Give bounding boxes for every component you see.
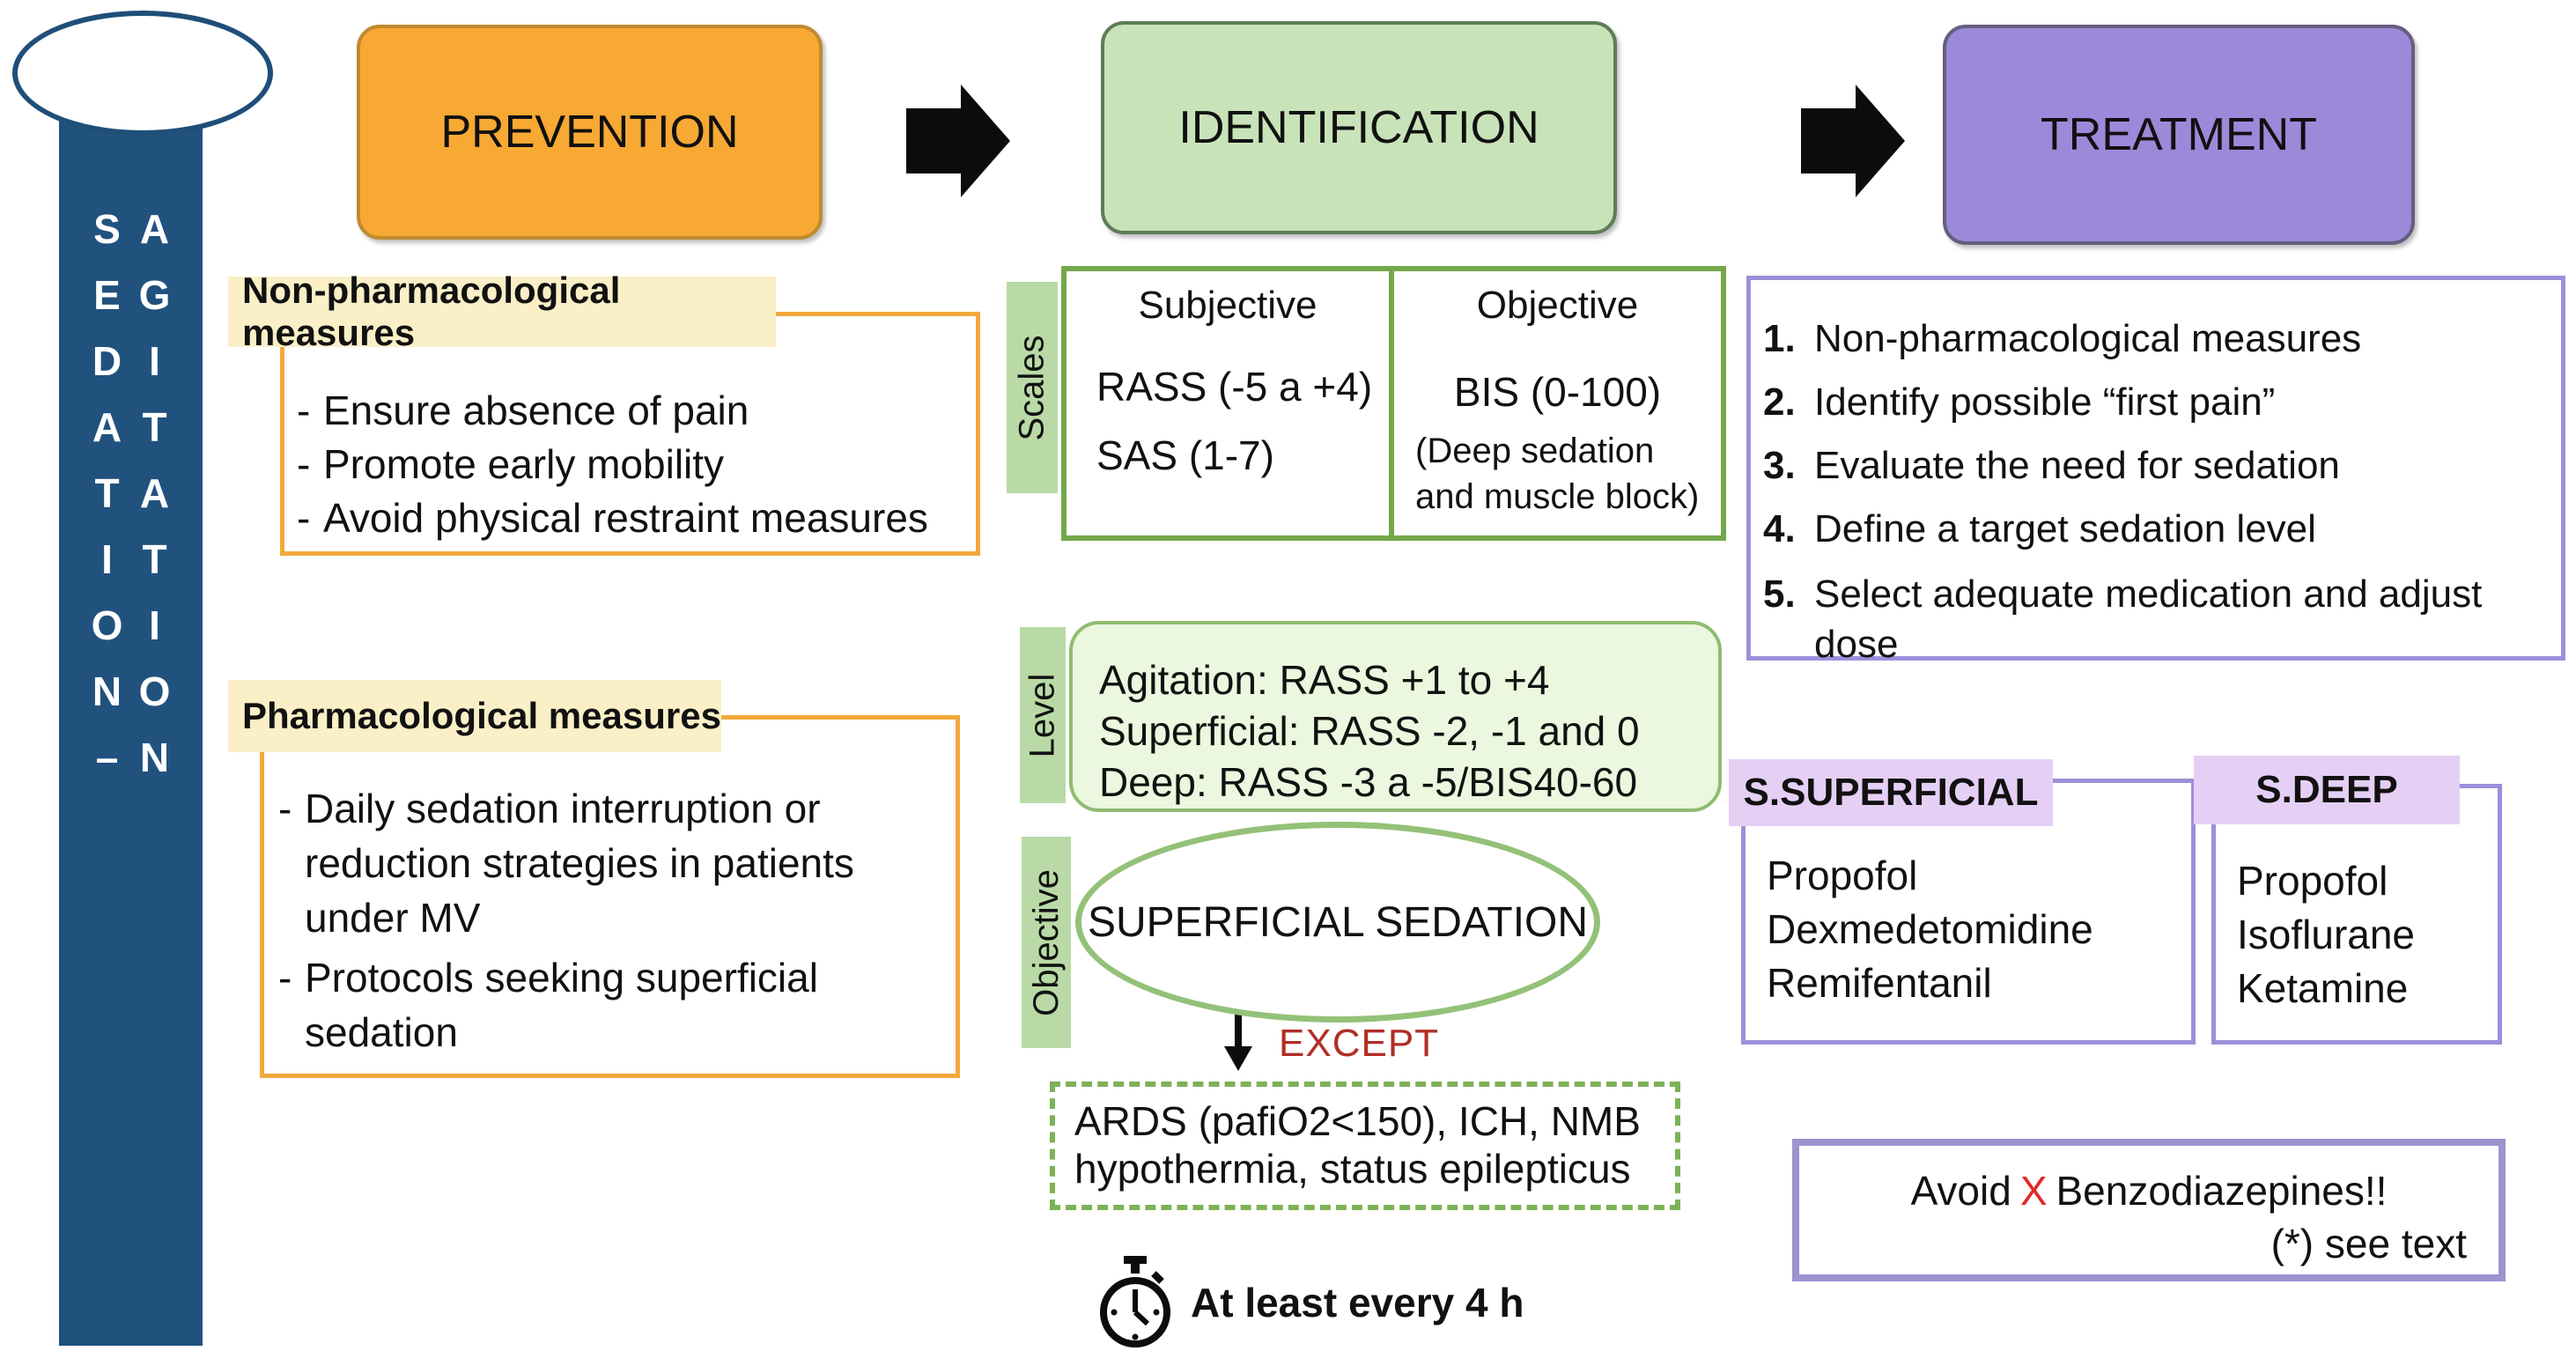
treatment-step: 1. Non-pharmacological measures [1763, 317, 2362, 360]
superficial-sedation-goal-ellipse: SUPERFICIAL SEDATION [1075, 822, 1600, 1023]
pharm-measures-title: Pharmacological measures [228, 680, 721, 752]
sedation-exceptions-box: ARDS (pafiO2<150), ICH, NMB hypothermia,… [1050, 1082, 1680, 1210]
subjective-column-header: Subjective [1138, 284, 1318, 327]
sedation-agitation-bar: SEDATION–AGITATION [59, 118, 203, 1346]
objective-section-tab: Objective [1022, 837, 1071, 1048]
drug-item: Ketamine [2237, 965, 2409, 1011]
identification-stage-box: IDENTIFICATION [1101, 21, 1617, 234]
treatment-step: 4. Define a target sedation level [1763, 507, 2316, 550]
drug-item: Propofol [1767, 853, 1918, 898]
arrow-identification-to-treatment-icon [1801, 85, 1905, 197]
identification-stage-label: IDENTIFICATION [1178, 102, 1539, 153]
thermometer-bulb-ellipse [12, 11, 273, 136]
rass-scale-value: RASS (-5 a +4) [1096, 364, 1373, 410]
sedation-level-box: Agitation: RASS +1 to +4 Superficial: RA… [1069, 621, 1722, 812]
bis-scale-value: BIS (0-100) [1453, 369, 1662, 415]
list-item: - Promote early mobility [297, 441, 725, 487]
exceptions-line: ARDS (pafiO2<150), ICH, NMB [1074, 1098, 1641, 1144]
treatment-steps-box: 1. Non-pharmacological measures 2. Ident… [1746, 276, 2565, 666]
list-item: - Avoid physical restraint measures [297, 495, 928, 541]
exceptions-line: hypothermia, status epilepticus [1074, 1146, 1631, 1192]
prevention-stage-label: PREVENTION [440, 107, 739, 158]
drug-item: Propofol [2237, 858, 2388, 904]
superficial-sedation-title: S.SUPERFICIAL [1729, 759, 2053, 826]
scales-section-tab: Scales [1007, 282, 1058, 493]
down-arrow-icon [1224, 1013, 1252, 1071]
list-item: - Protocols seeking superficial sedation [278, 955, 818, 1055]
arrow-prevention-to-identification-icon [906, 85, 1010, 197]
red-x-icon: X [2019, 1168, 2048, 1214]
objective-column-header: Objective [1476, 284, 1639, 327]
drug-item: Isoflurane [2237, 912, 2416, 957]
drug-item: Dexmedetomidine [1767, 906, 2093, 952]
nonpharm-measures-box: - Ensure absence of pain - Promote early… [280, 312, 980, 556]
sas-scale-value: SAS (1-7) [1096, 432, 1274, 478]
level-section-tab: Level [1020, 627, 1066, 803]
pharm-measures-box: - Daily sedation interruption or reducti… [260, 715, 960, 1078]
deep-sedation-title: S.DEEP [2194, 756, 2460, 824]
agitation-level-row: Agitation: RASS +1 to +4 [1099, 657, 1550, 703]
prevention-stage-box: PREVENTION [357, 25, 823, 240]
nonpharm-measures-title: Non-pharmacological measures [228, 270, 776, 353]
superficial-level-row: Superficial: RASS -2, -1 and 0 [1099, 708, 1640, 754]
list-item: - Daily sedation interruption or reducti… [278, 786, 854, 941]
see-text-note: (*) see text [2270, 1221, 2467, 1266]
except-label: EXCEPT [1279, 1022, 1440, 1065]
treatment-step: 3. Evaluate the need for sedation [1763, 444, 2340, 487]
column-divider [1389, 271, 1394, 535]
deep-level-row: Deep: RASS -3 a -5/BIS40-60 [1099, 759, 1638, 805]
drug-item: Remifentanil [1767, 960, 1992, 1006]
list-item: - Ensure absence of pain [297, 388, 749, 433]
bis-scale-note: (Deep sedation and muscle block) [1415, 432, 1700, 516]
treatment-stage-label: TREATMENT [2041, 109, 2317, 160]
assessment-frequency-note: At least every 4 h [1191, 1280, 1524, 1325]
treatment-stage-box: TREATMENT [1943, 25, 2415, 245]
treatment-step: 5. Select adequate medication and adjust… [1763, 572, 2483, 666]
sedation-agitation-label: SEDATION–AGITATION [84, 206, 178, 801]
stopwatch-icon [1100, 1256, 1170, 1348]
scales-table: Subjective Objective RASS (-5 a +4) SAS … [1061, 266, 1726, 541]
treatment-step: 2. Identify possible “first pain” [1763, 380, 2276, 424]
superficial-drugs-box: Propofol Dexmedetomidine Remifentanil [1741, 779, 2196, 1045]
